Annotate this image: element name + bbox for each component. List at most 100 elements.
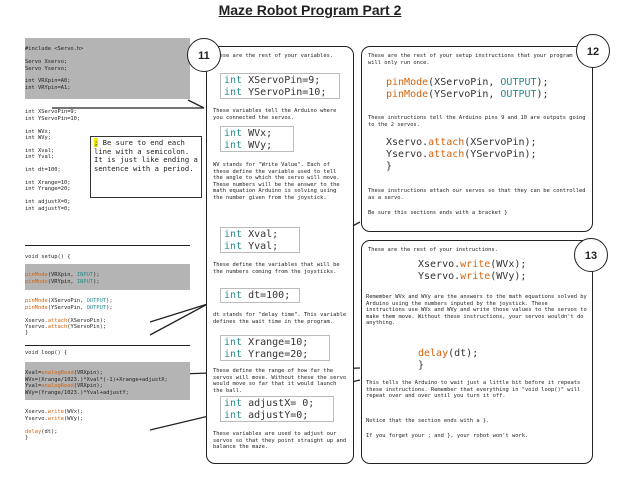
code-block-setup-rest: pinMode(XServoPin, OUTPUT); pinMode(YSer…: [25, 292, 190, 337]
code-text: (XServoPin);: [464, 137, 537, 148]
step-number-13: 13: [574, 238, 608, 272]
code-fn: analogRead: [41, 370, 74, 377]
code-text: (XServoPin,: [428, 77, 501, 88]
code-text: Xval;: [242, 229, 279, 240]
panel-text: Be sure this sections ends with a bracke…: [368, 210, 508, 216]
panel-text: This tells the Arduino to wait just a li…: [366, 380, 581, 399]
code-text: (WVy);: [63, 415, 84, 422]
panel-text: These are the rest of your instructions.: [368, 247, 498, 253]
code-fn: write: [460, 271, 491, 282]
code-text: (YServoPin);: [464, 149, 537, 160]
note-text: Be sure to end each line with a semicolo…: [94, 138, 198, 173]
semicolon-highlight: ;: [94, 138, 99, 147]
code-text: }: [386, 161, 393, 172]
code-fn: pinMode: [25, 304, 48, 311]
code-block: Xservo.write(WVx); Yservo.write(WVy);: [418, 259, 526, 283]
code-line: int WVy;: [25, 135, 51, 142]
code-fn: pinMode: [25, 278, 48, 285]
code-text: );: [93, 278, 100, 285]
panel-text: If you forget your ; and }, your robot w…: [366, 433, 529, 439]
code-text: WVy=(Yrange/1023.)*Yval+adjustY;: [25, 389, 129, 396]
code-line: int Yval;: [25, 154, 55, 161]
code-kw: int: [224, 128, 243, 139]
code-const: OUTPUT: [500, 77, 537, 88]
code-fn: delay: [25, 428, 42, 435]
step-number-12: 12: [576, 34, 610, 68]
code-text: WVy;: [242, 139, 273, 151]
code-text: }: [25, 435, 29, 442]
code-line: Servo Yservo;: [25, 65, 68, 72]
connector-11: [52, 99, 205, 109]
panel-text: These instructions tell the Arduino pins…: [368, 115, 586, 128]
page-title: Maze Robot Program Part 2: [218, 2, 402, 18]
code-block-globals: #include <Servo.h> Servo Xservo; Servo Y…: [25, 38, 190, 99]
code-block-variables: int XServoPin=9; int YServoPin=10; int W…: [25, 103, 190, 212]
code-text: }: [418, 360, 425, 371]
code-text: Xservo.: [418, 259, 461, 270]
code-box: int XServoPin=9; int YServoPin=10;: [220, 73, 340, 99]
code-text: Yservo.: [25, 324, 48, 331]
code-text: (YServoPin,: [47, 304, 87, 311]
code-text: (YServoPin);: [67, 324, 107, 331]
panel-text: These are the rest of your setup instruc…: [368, 53, 573, 66]
code-block: delay(dt); }: [418, 348, 478, 372]
code-fn: delay: [418, 348, 449, 359]
panel-text: These variables tell the Arduino where y…: [213, 108, 337, 121]
code-text: );: [536, 89, 549, 100]
code-const: INPUT: [76, 278, 94, 285]
code-const: INPUT: [76, 272, 94, 279]
code-text: YServoPin=10;: [242, 86, 327, 98]
code-block-setup-inputs: pinMode(VRXpin, INPUT); pinMode(VRYpin, …: [25, 264, 190, 290]
panel-text: These variables are used to adjust our s…: [213, 431, 347, 450]
code-line: int adjustY=0;: [25, 205, 71, 212]
code-block: pinMode(XServoPin, OUTPUT); pinMode(YSer…: [386, 77, 549, 101]
code-block-loop-write: Xservo.write(WVx); Yservo.write(WVy); de…: [25, 403, 190, 441]
code-line: Servo Xservo;: [25, 59, 68, 66]
code-text: XServoPin=9;: [242, 75, 321, 86]
code-fn: analogRead: [41, 383, 74, 390]
code-text: Yval;: [242, 240, 279, 252]
code-text: dt=100;: [242, 290, 291, 301]
panel-11: These are the rest of your variables. in…: [206, 46, 354, 464]
code-line: int YServoPin=10;: [25, 115, 81, 122]
divider: [25, 345, 190, 346]
panel-text: dt stands for "delay time". This variabl…: [213, 312, 347, 325]
code-text: );: [93, 272, 100, 279]
code-text: (VRXpin);: [73, 383, 103, 390]
code-text: (VRXpin,: [47, 272, 77, 279]
code-const: OUTPUT: [86, 298, 107, 305]
code-text: WVx=(Xrange/1023.)*Xval*(-1)+Xrange+adju…: [25, 376, 168, 383]
code-line: int VRYpin=A1;: [25, 84, 71, 91]
code-line: int dt=100;: [25, 167, 61, 174]
code-box: int Xval; int Yval;: [220, 227, 300, 253]
code-line: int Yrange=20;: [25, 186, 71, 193]
code-const: OUTPUT: [86, 304, 107, 311]
code-text: }: [25, 330, 29, 337]
code-kw: int: [224, 398, 243, 409]
step-number-11: 11: [187, 38, 221, 72]
code-text: adjustX= 0;: [242, 398, 315, 409]
code-text: Yservo.: [386, 149, 429, 160]
code-fn: write: [47, 415, 64, 422]
code-fn: attach: [47, 324, 68, 331]
panel-text: These instructions attach our servos so …: [368, 188, 586, 201]
panel-12: These are the rest of your setup instruc…: [361, 46, 593, 232]
panel-13: These are the rest of your instructions.…: [361, 240, 593, 464]
semicolon-note: ; Be sure to end each line with a semico…: [90, 136, 202, 198]
code-text: );: [106, 298, 113, 305]
code-line: int Xrange=10;: [25, 179, 71, 186]
code-text: (WVy);: [490, 271, 527, 282]
code-text: (XServoPin,: [47, 298, 87, 305]
code-kw: int: [224, 75, 243, 86]
code-kw: int: [224, 139, 243, 151]
divider: [25, 245, 190, 246]
panel-text: These are the rest of your variables.: [213, 53, 334, 59]
panel-text: These define the range of how far the se…: [213, 368, 347, 394]
code-text: (YServoPin,: [428, 89, 501, 100]
code-text: Xrange=10;: [242, 337, 309, 348]
code-line: void loop() {: [25, 350, 68, 356]
code-fn: pinMode: [386, 89, 429, 100]
code-text: Yservo.: [25, 415, 48, 422]
code-text: (WVx);: [63, 409, 84, 416]
panel-text: WV stands for "Write Value". Each of the…: [213, 162, 340, 201]
